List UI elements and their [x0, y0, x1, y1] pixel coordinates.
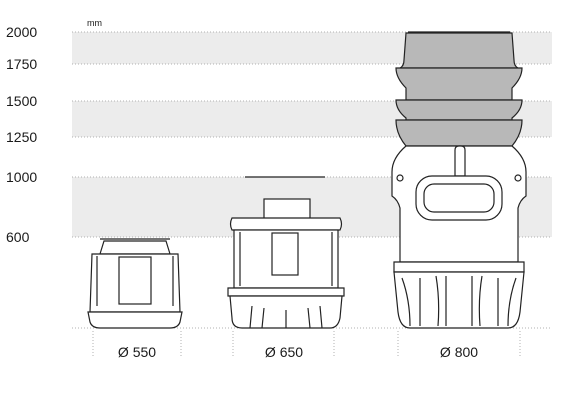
- tank-800-band: [393, 261, 525, 273]
- tank-550-base: [87, 311, 183, 329]
- y-label-600: 600: [6, 229, 30, 245]
- y-label-1000: 1000: [6, 169, 38, 185]
- tank-550-ribs: [96, 256, 174, 306]
- y-label-2000: 2000: [6, 24, 38, 40]
- diameter-label-550: Ø 550: [117, 344, 157, 360]
- y-label-1250: 1250: [6, 129, 38, 145]
- tank-800-cone-1: [399, 32, 519, 69]
- tank-800-manhole-inner: [423, 183, 495, 213]
- y-label-1750: 1750: [6, 56, 38, 72]
- tank-650-window: [271, 232, 299, 276]
- tank-800-inlet: [454, 145, 466, 177]
- label-separators: [92, 331, 521, 356]
- tank-800-base: [393, 271, 525, 329]
- tank-800-bolt-right: [514, 174, 522, 182]
- tank-550-window: [118, 256, 152, 305]
- tank-800-cone-4: [395, 119, 523, 147]
- tank-800-bolt-left: [396, 174, 404, 182]
- diameter-label-650: Ø 650: [264, 344, 304, 360]
- tank-800-base-ribs: [401, 275, 517, 327]
- tank-650-shoulder: [229, 217, 343, 231]
- tank-650-neck: [263, 198, 311, 220]
- tank-550: [87, 238, 183, 329]
- tank-550-neck: [99, 240, 171, 255]
- y-label-1500: 1500: [6, 93, 38, 109]
- tank-800-cone-2: [395, 67, 523, 101]
- unit-label: mm: [87, 18, 102, 28]
- tank-650-band: [227, 287, 345, 297]
- tank-800: [391, 31, 527, 329]
- tank-800-cone-3: [395, 99, 523, 121]
- tank-650-base-ribs: [249, 305, 323, 329]
- diameter-label-800: Ø 800: [439, 344, 479, 360]
- tank-650: [227, 176, 345, 329]
